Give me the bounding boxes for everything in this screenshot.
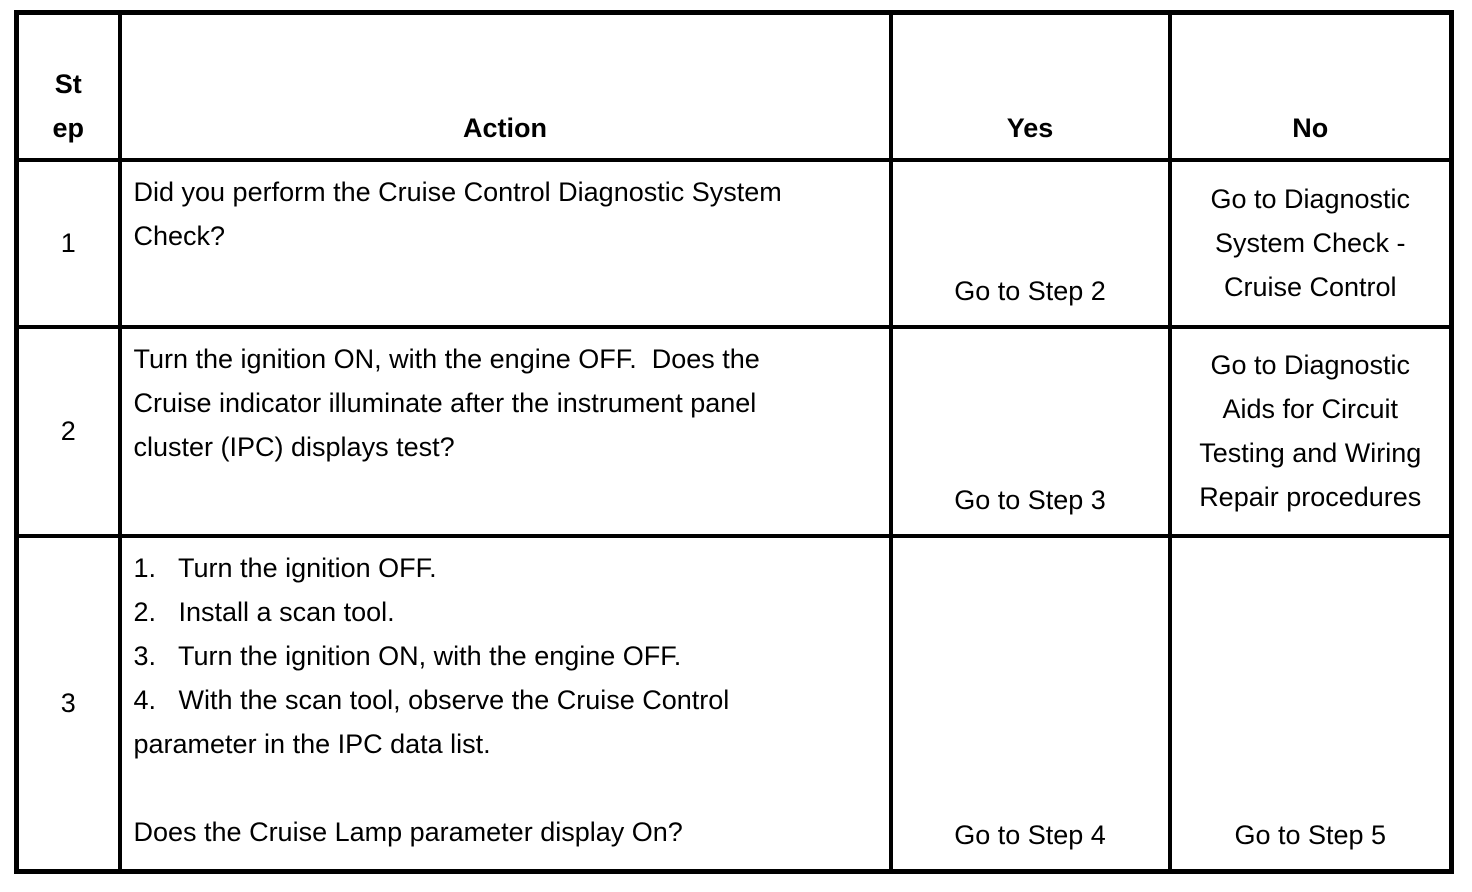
row-2-no-text: Go to Diagnostic Aids for Circuit Testin…: [1199, 350, 1422, 512]
row-3-action: 1. Turn the ignition OFF. 2. Install a s…: [117, 533, 893, 874]
header-yes-label: Yes: [1006, 112, 1054, 143]
row-3-no: Go to Step 5: [1167, 533, 1454, 874]
table-row-step-3: 3 1. Turn the ignition OFF. 2. Install a…: [14, 533, 1454, 874]
row-2-yes-text: Go to Step 3: [954, 484, 1106, 515]
step-number-text: 2: [60, 416, 76, 446]
header-action: Action: [117, 10, 893, 162]
row-3-action-text: 1. Turn the ignition OFF. 2. Install a s…: [133, 552, 730, 847]
header-step: St ep: [14, 10, 122, 162]
header-row: St ep Action Yes No: [14, 10, 1454, 162]
diagnostic-procedure-table: St ep Action Yes No 1 Did you perform th…: [14, 10, 1454, 874]
header-step-label: St ep: [52, 68, 84, 143]
row-2-no: Go to Diagnostic Aids for Circuit Testin…: [1167, 324, 1454, 538]
row-1-no: Go to Diagnostic System Check - Cruise C…: [1167, 157, 1454, 329]
row-1-no-text: Go to Diagnostic System Check - Cruise C…: [1210, 184, 1411, 302]
row-1-yes-text: Go to Step 2: [954, 275, 1106, 306]
row-3-yes: Go to Step 4: [888, 533, 1172, 874]
row-3-no-text: Go to Step 5: [1234, 820, 1387, 850]
row-2-step-number: 2: [14, 324, 122, 538]
table-row-step-1: 1 Did you perform the Cruise Control Dia…: [14, 157, 1454, 329]
header-yes: Yes: [888, 10, 1172, 162]
row-1-step-number: 1: [14, 157, 122, 329]
row-2-action-text: Turn the ignition ON, with the engine OF…: [133, 343, 760, 462]
step-number-text: 1: [60, 228, 76, 258]
row-2-action: Turn the ignition ON, with the engine OF…: [117, 324, 893, 538]
header-action-label: Action: [463, 112, 547, 143]
row-1-action: Did you perform the Cruise Control Diagn…: [117, 157, 893, 329]
row-1-yes: Go to Step 2: [888, 157, 1172, 329]
header-no-label: No: [1292, 112, 1329, 143]
table-row-step-2: 2 Turn the ignition ON, with the engine …: [14, 324, 1454, 538]
header-no: No: [1167, 10, 1454, 162]
row-2-yes: Go to Step 3: [888, 324, 1172, 538]
row-3-yes-text: Go to Step 4: [954, 820, 1106, 850]
step-number-text: 3: [60, 688, 76, 719]
row-3-step-number: 3: [14, 533, 122, 874]
row-1-action-text: Did you perform the Cruise Control Diagn…: [133, 176, 782, 251]
